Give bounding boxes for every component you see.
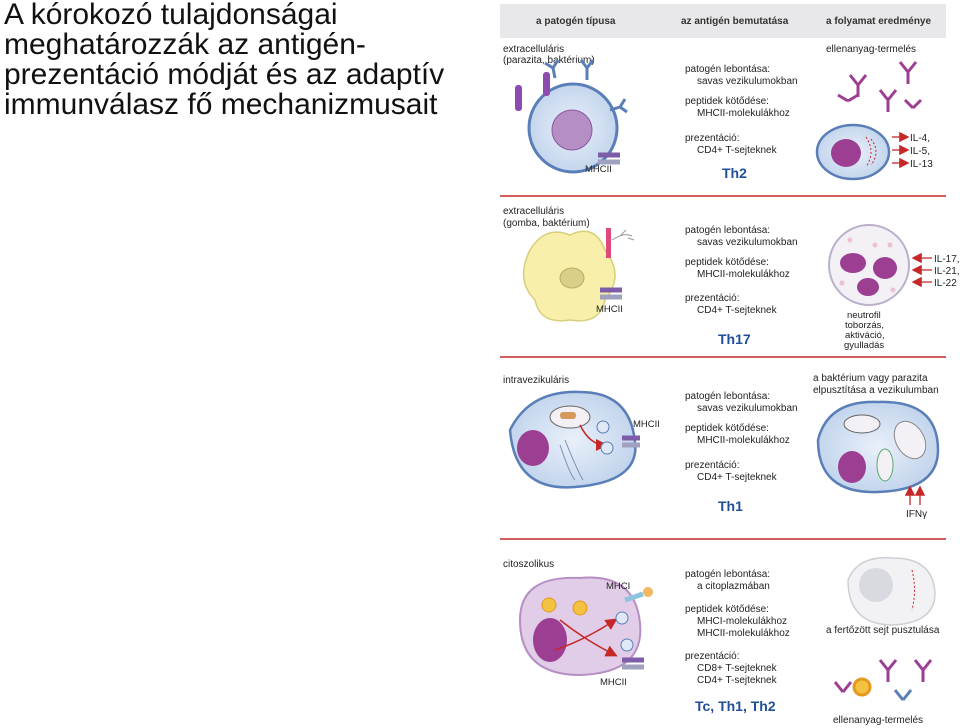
antibody-icon (544, 59, 628, 114)
row-extracellular-parasite: extracelluláris (parazita, baktérium) MH… (503, 44, 933, 181)
degradation-value: a citoplazmában (697, 581, 770, 592)
dying-cell-icon (847, 556, 936, 626)
t-cell-type-label: Th1 (718, 498, 743, 514)
outcome-line: elpusztítása a vezikulumban (813, 385, 939, 396)
cytokine-arrows (911, 252, 932, 288)
presentation-label: prezentáció: (685, 460, 739, 471)
pathogen-type-sub: (gomba, baktérium) (503, 218, 590, 229)
mhcii-receptor-icon (622, 435, 640, 448)
binding-label: peptidek kötődése: (685, 423, 769, 434)
degradation-label: patogén lebontása: (685, 569, 770, 580)
cytokine-label: IFNγ (906, 509, 927, 520)
mhc-label: MHCII (585, 164, 612, 175)
binding-label: peptidek kötődése: (685, 96, 769, 107)
pathogen-type-label: intravezikuláris (503, 375, 569, 386)
slide-title: A kórokozó tulajdonságai meghatározzák a… (4, 0, 445, 121)
parasite-icon (515, 72, 550, 111)
outcome-label: ellenanyag-termelés (833, 715, 923, 726)
degradation-label: patogén lebontása: (685, 225, 770, 236)
outcome-line: gyulladás (844, 340, 884, 351)
pathogen-type-label: citoszolikus (503, 559, 554, 570)
header-outcome: a folyamat eredménye (826, 16, 931, 27)
mhc-label: MHCII (633, 419, 660, 430)
t-cell-type-label: Th2 (722, 165, 747, 181)
binding-value: MHCII-molekulákhoz (697, 269, 790, 280)
outcome-line: a baktérium vagy parazita (813, 373, 928, 384)
mhcii-receptor-icon (622, 657, 644, 670)
cytokine-label: IL-4, (910, 133, 930, 144)
outcome-label: ellenanyag-termelés (826, 44, 916, 55)
cytokine-label: IL-22 (934, 278, 957, 289)
mhcii-receptor-icon (598, 152, 620, 165)
degradation-value: savas vezikulumokban (697, 403, 798, 414)
presentation-label: prezentáció: (685, 133, 739, 144)
presentation-label: prezentáció: (685, 651, 739, 662)
presentation-value: CD4+ T-sejteknek (697, 305, 778, 316)
binding-value: MHCII-molekulákhoz (697, 628, 790, 639)
mhci-receptor-icon (624, 587, 653, 603)
presentation-value: CD4+ T-sejteknek (697, 472, 778, 483)
infected-cell-icon (508, 390, 637, 489)
cytokine-arrows (892, 131, 910, 169)
pathogen-type-sub: (parazita, baktérium) (503, 55, 595, 66)
binding-value: MHCII-molekulákhoz (697, 435, 790, 446)
mhcii-receptor-icon (600, 287, 622, 300)
row-intravesicular: intravezikuláris MHCII patogén lebontása… (503, 373, 940, 520)
neutrophil-icon (828, 224, 910, 306)
outcome-line: neutrofil (847, 310, 881, 321)
presentation-value: CD8+ T-sejteknek (697, 663, 778, 674)
t-cell-type-label: Tc, Th1, Th2 (695, 698, 776, 714)
degradation-value: savas vezikulumokban (697, 76, 798, 87)
cytokine-label: IL-5, (910, 146, 930, 157)
row-cytosolic: citoszolikus MHCI MHCII patogén lebontás… (503, 556, 940, 726)
cytokine-label: IL-13 (910, 159, 933, 170)
mhci-label: MHCI (606, 581, 630, 592)
ifng-arrows (904, 485, 926, 505)
t-cell-type-label: Th17 (718, 331, 751, 347)
binding-value: MHCII-molekulákhoz (697, 108, 790, 119)
row-extracellular-fungus: extracelluláris (gomba, baktérium) MHCII… (503, 206, 960, 351)
antibody-cluster-icon (837, 61, 923, 112)
degradation-value: savas vezikulumokban (697, 237, 798, 248)
mhc-label: MHCII (596, 304, 623, 315)
presentation-label: prezentáció: (685, 293, 739, 304)
cytokine-label: IL-21, (934, 266, 960, 277)
header-antigen-presentation: az antigén bemutatása (681, 16, 789, 27)
mhc-label: MHCII (600, 677, 627, 688)
header-pathogen-type: a patogén típusa (536, 16, 616, 27)
degradation-label: patogén lebontása: (685, 64, 770, 75)
pathogen-type-label: extracelluláris (503, 44, 564, 55)
antigen-presenting-cell (527, 82, 619, 174)
binding-label: peptidek kötődése: (685, 257, 769, 268)
degradation-label: patogén lebontása: (685, 391, 770, 402)
outcome-line: toborzás, (845, 320, 884, 331)
cytokine-label: IL-17, (934, 254, 960, 265)
fungus-cell-icon (522, 228, 635, 322)
outcome-line: a fertőzött sejt pusztulása (826, 625, 940, 636)
outcome-line: aktiváció, (845, 330, 885, 341)
macrophage-icon (816, 400, 940, 494)
binding-label: peptidek kötődése: (685, 604, 769, 615)
presentation-value: CD4+ T-sejteknek (697, 145, 778, 156)
presentation-value: CD4+ T-sejteknek (697, 675, 778, 686)
th2-cell-icon (815, 123, 891, 181)
pathogen-type-label: extracelluláris (503, 206, 564, 217)
cytosolic-infected-cell-icon (518, 576, 642, 677)
antibody-cluster-icon (833, 659, 933, 701)
binding-value: MHCI-molekulákhoz (697, 616, 787, 627)
table-header: a patogén típusa az antigén bemutatása a… (500, 4, 946, 38)
